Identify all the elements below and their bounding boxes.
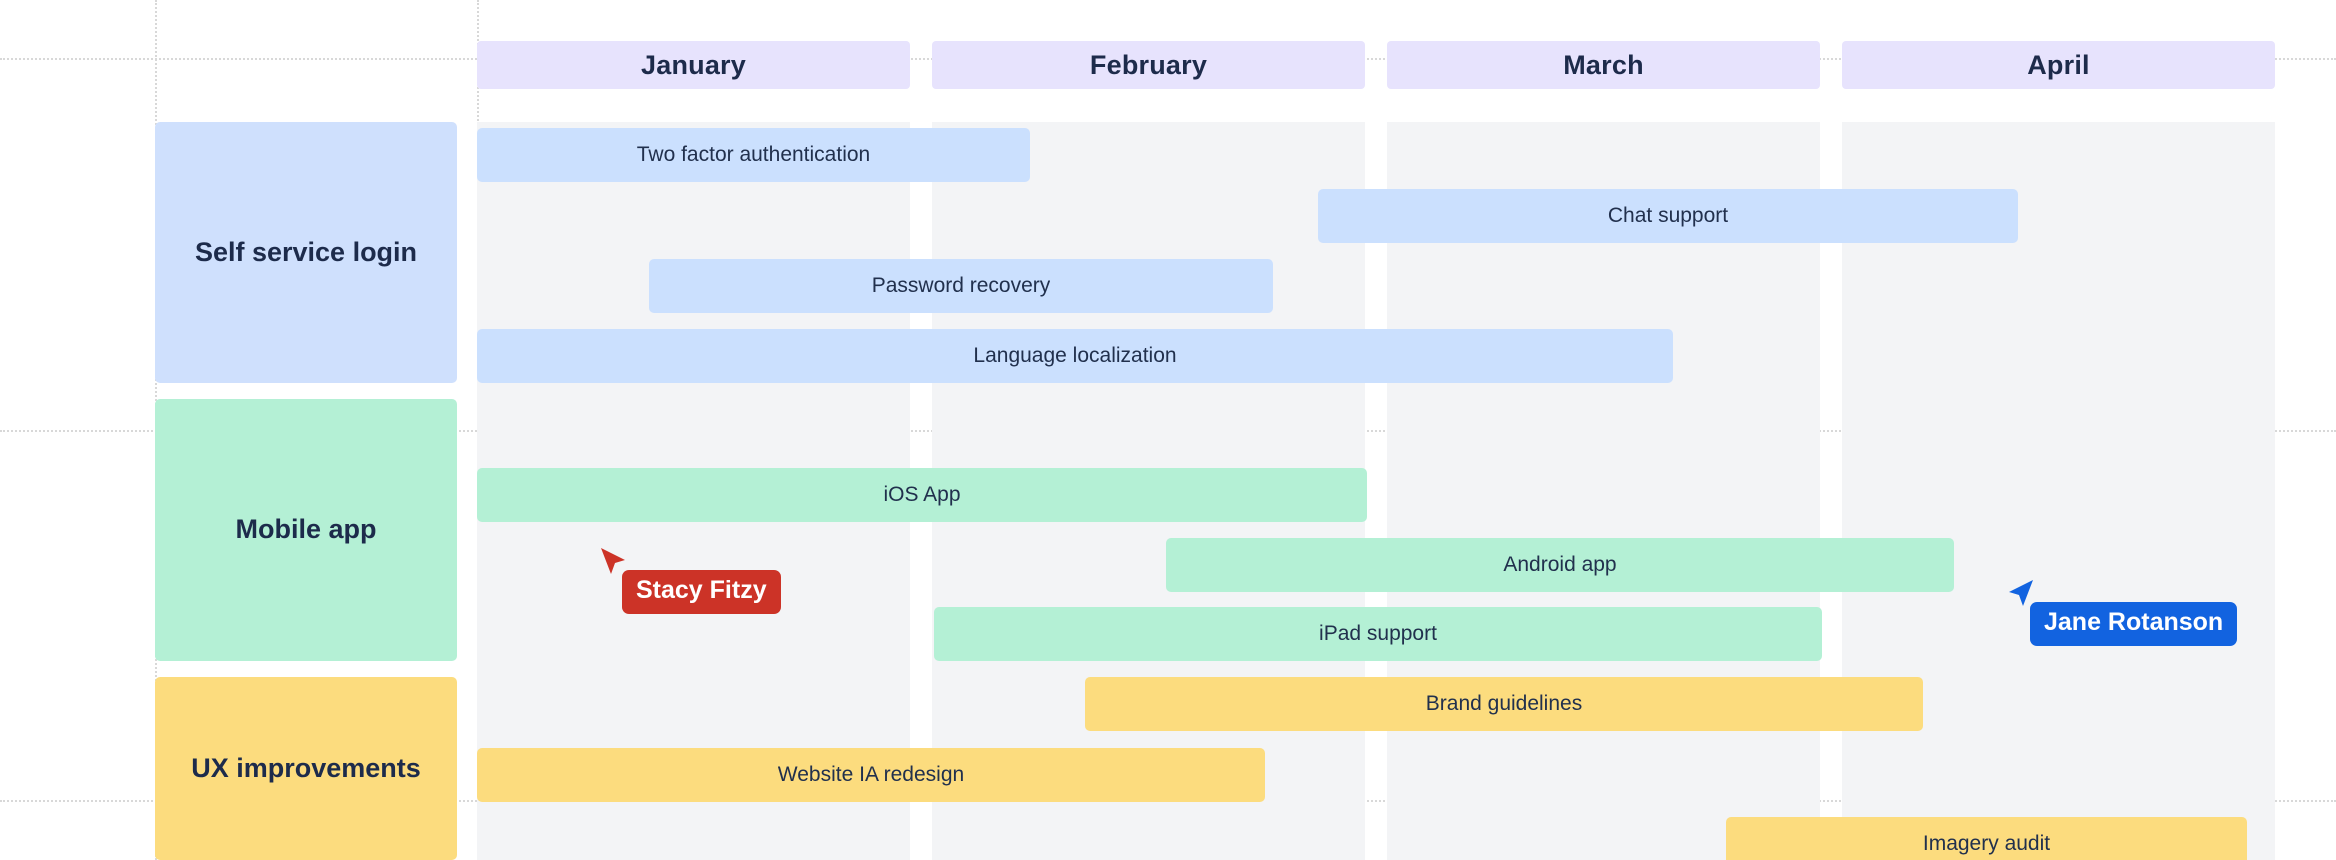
lane-label-text: Mobile app [235, 514, 377, 545]
lane-label-mobile-app[interactable]: Mobile app [155, 399, 457, 661]
month-header-january[interactable]: January [477, 41, 910, 89]
task-bar-label: Imagery audit [1922, 832, 2051, 855]
task-bar-label: Brand guidelines [1425, 692, 1583, 715]
month-header-label: April [2027, 49, 2090, 80]
month-header-february[interactable]: February [932, 41, 1365, 89]
task-bar-language-localization[interactable]: Language localization [477, 329, 1673, 383]
task-bar-website-ia-redesign[interactable]: Website IA redesign [477, 748, 1265, 802]
task-bar-label: Two factor authentication [636, 143, 871, 166]
month-column-strip-april [1842, 122, 2275, 860]
month-header-label: January [641, 49, 746, 80]
task-bar-ios-app[interactable]: iOS App [477, 468, 1367, 522]
month-column-strip-march [1387, 122, 1820, 860]
task-bar-chat-support[interactable]: Chat support [1318, 189, 2018, 243]
lane-label-text: Self service login [194, 236, 418, 267]
task-bar-ipad-support[interactable]: iPad support [934, 607, 1822, 661]
lane-label-self-service-login[interactable]: Self service login [155, 122, 457, 383]
lane-label-text: UX improvements [191, 752, 421, 783]
month-header-label: March [1563, 49, 1644, 80]
task-bar-label: iOS App [883, 483, 961, 506]
task-bar-android-app[interactable]: Android app [1166, 538, 1954, 592]
task-bar-imagery-audit[interactable]: Imagery audit [1726, 817, 2247, 860]
task-bar-label: iPad support [1319, 622, 1437, 645]
month-header-march[interactable]: March [1387, 41, 1820, 89]
task-bar-two-factor-authentication[interactable]: Two factor authentication [477, 128, 1030, 182]
month-header-label: February [1089, 49, 1208, 80]
task-bar-brand-guidelines[interactable]: Brand guidelines [1085, 677, 1923, 731]
task-bar-label: Password recovery [871, 274, 1051, 297]
task-bar-label: Chat support [1607, 204, 1729, 227]
task-bar-label: Language localization [973, 344, 1177, 367]
task-bar-label: Android app [1503, 553, 1617, 576]
lane-label-ux-improvements[interactable]: UX improvements [155, 677, 457, 860]
task-bar-password-recovery[interactable]: Password recovery [649, 259, 1273, 313]
task-bar-label: Website IA redesign [777, 763, 965, 786]
month-header-april[interactable]: April [1842, 41, 2275, 89]
